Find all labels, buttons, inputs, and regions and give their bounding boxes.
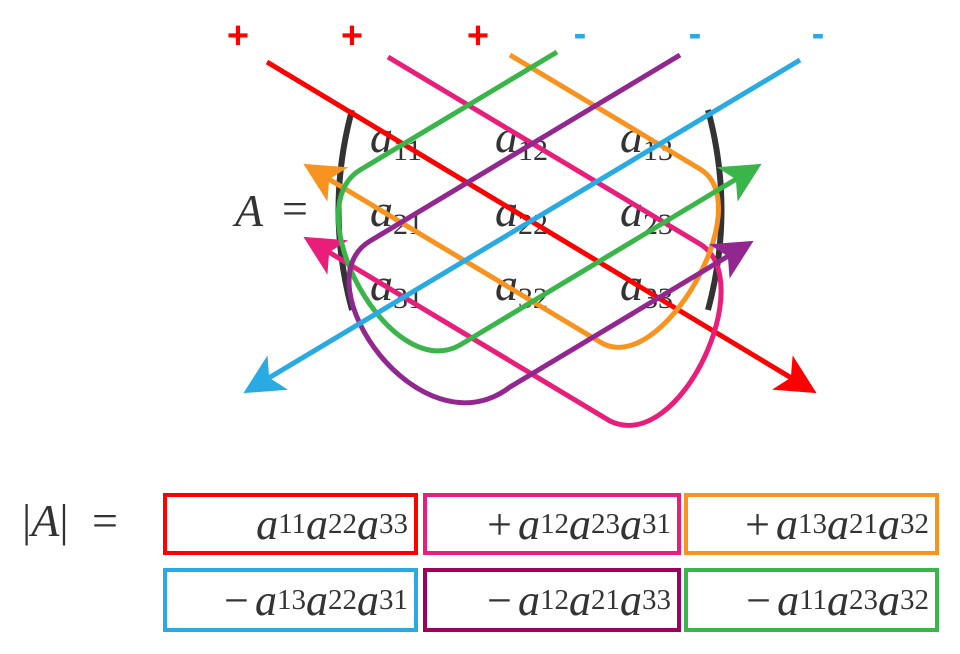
determinant-lhs: |A| = (22, 494, 118, 547)
abs-bar-left: | (22, 495, 32, 546)
sign-plus-2: + (341, 15, 363, 57)
factor-base: a (256, 499, 279, 549)
factor-base: a (518, 499, 540, 549)
factor-base: a (306, 499, 328, 549)
factor-base: a (255, 575, 277, 625)
sign-plus-1: + (227, 15, 249, 57)
factor-base: a (306, 575, 328, 625)
blue-diagonal-arrow (243, 57, 802, 394)
entry-base: a (370, 111, 393, 162)
factor-base: a (357, 499, 379, 549)
abs-bar-right: | (59, 495, 69, 546)
factor-base: a (878, 575, 900, 625)
term-sign: − (487, 575, 512, 625)
factor-base: a (878, 499, 900, 549)
purple-loop-arrow (346, 52, 754, 406)
orange-loop-arrow (303, 52, 721, 350)
determinant-equals: = (92, 495, 118, 546)
matrix-name: A (232, 185, 264, 236)
term-sign: + (745, 499, 770, 549)
factor-base: a (518, 575, 540, 625)
factor-base: a (620, 575, 642, 625)
factor-base: a (827, 575, 849, 625)
matrix-equals: = (282, 183, 308, 234)
factor-base: a (569, 499, 591, 549)
determinant-name: A (31, 495, 60, 546)
term-sign: − (746, 575, 772, 625)
factor-base: a (827, 499, 849, 549)
sign-plus-3: + (467, 15, 489, 57)
sign-minus-1: - (574, 13, 587, 55)
sign-minus-2: - (689, 13, 702, 55)
entry-base: a (495, 185, 518, 236)
factor-base: a (776, 499, 798, 549)
factor-base: a (620, 499, 642, 549)
sign-minus-3: - (812, 13, 825, 55)
term-sign: + (487, 499, 512, 549)
factor-base: a (777, 575, 800, 625)
factor-base: a (357, 575, 379, 625)
factor-base: a (569, 575, 591, 625)
term-sign: − (224, 575, 249, 625)
right-parenthesis (705, 109, 725, 311)
green-loop-arrow (335, 49, 762, 354)
red-diagonal-arrow (265, 59, 817, 394)
